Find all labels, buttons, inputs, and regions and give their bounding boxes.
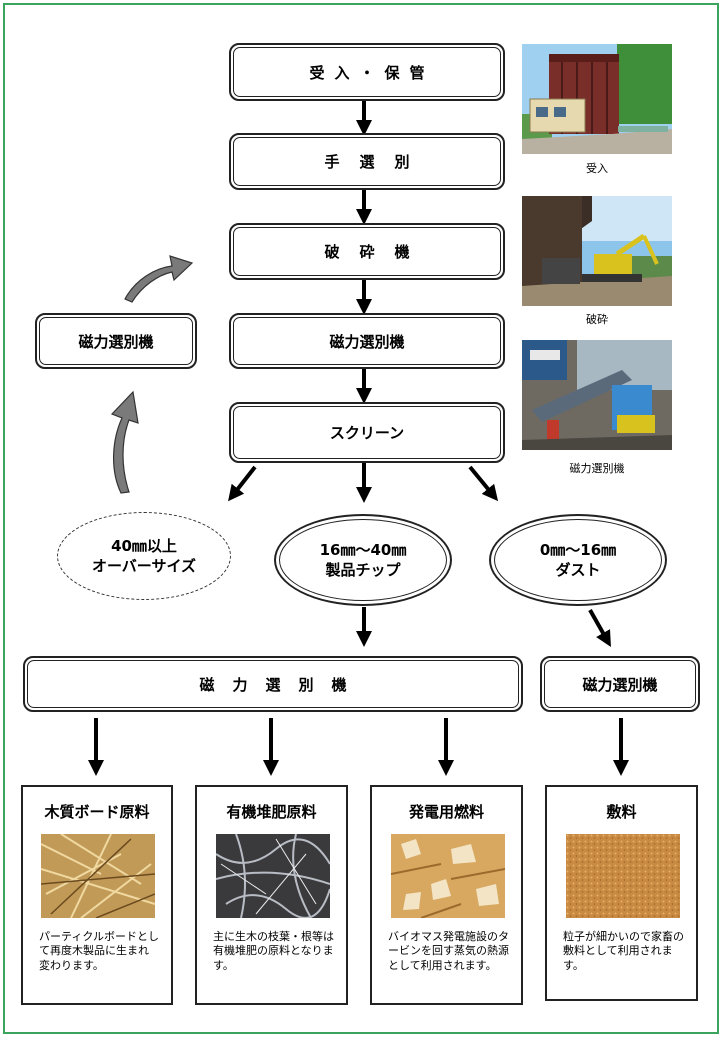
product-description: 粒子が細かいので家畜の敷料として利用されます。 [563,930,684,972]
caption-magnetic-separator: 磁力選別機 [569,462,625,475]
product-organic-compost: 有機堆肥原料 主に生木の枝葉・根等は有機堆肥の原料となります。 [195,785,348,1005]
dust-label: ダスト [555,561,601,579]
magnetic-separator-image [522,340,672,450]
step-receive-storage: 受入・保管 [229,43,505,101]
photo-receiving-facility [522,44,672,154]
chips-size: 16㎜～40㎜ [319,540,407,559]
arrow-screen-to-oversize [228,465,257,502]
product-wood-board: 木質ボード原料 パーティクルボードとして再度木製品に生まれ変わります。 [21,785,173,1005]
crushing-image [522,196,672,306]
arrow-dust-to-magnet [588,609,611,647]
curved-arrow-upper [124,255,194,303]
compost-material-image [216,834,330,918]
product-power-fuel: 発電用燃料 バイオマス発電施設のタービンを回す蒸気の熱源として利用されます。 [370,785,523,1005]
chips-label: 製品チップ [325,561,401,579]
wood-board-material-image [41,834,155,918]
photo-crushing [522,196,672,306]
step-side-magnetic-separator: 磁力選別機 [35,313,197,369]
step-main-magnetic-separator: 磁力選別機 [23,656,523,712]
oversize-ellipse: 40㎜以上 オーバーサイズ [57,512,231,600]
step-hand-sorting: 手選別 [229,133,505,190]
photo-magnetic-separator [522,340,672,450]
product-title: 発電用燃料 [408,803,484,821]
fuel-chips-image [391,834,505,918]
chips-ellipse: 16㎜～40㎜ 製品チップ [274,514,452,606]
step-dust-magnetic-separator: 磁力選別機 [540,656,700,712]
step-crusher: 破砕機 [229,223,505,280]
sawdust-image [566,834,680,918]
caption-crushing: 破砕 [586,313,608,326]
dust-size: 0㎜～16㎜ [539,540,617,559]
product-title: 敷料 [606,803,637,821]
arrow-screen-to-dust [468,465,499,502]
page-frame [3,3,719,1034]
curved-arrow-lower [110,390,139,494]
oversize-label: オーバーサイズ [91,557,197,575]
caption-receiving: 受入 [586,162,608,175]
product-bedding: 敷料 粒子が細かいので家畜の敷料として利用されます。 [545,785,698,1001]
oversize-size: 40㎜以上 [111,536,177,555]
product-description: 主に生木の枝葉・根等は有機堆肥の原料となります。 [213,930,334,972]
product-title: 木質ボード原料 [44,803,150,821]
product-title: 有機堆肥原料 [226,803,317,821]
step-magnetic-separator: 磁力選別機 [229,313,505,369]
product-description: パーティクルボードとして再度木製品に生まれ変わります。 [39,930,160,972]
product-description: バイオマス発電施設のタービンを回す蒸気の熱源として利用されます。 [388,930,509,972]
step-screen: スクリーン [229,402,505,463]
dust-ellipse: 0㎜～16㎜ ダスト [489,514,667,606]
receiving-facility-image [522,44,672,154]
